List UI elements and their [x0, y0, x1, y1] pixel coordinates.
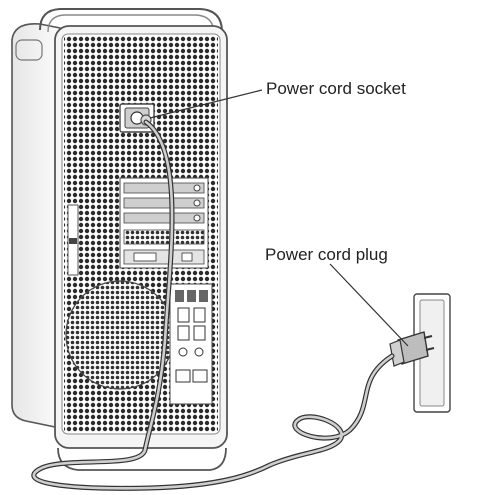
plug-leader-line	[330, 264, 408, 346]
case-side-panel	[12, 24, 60, 428]
io-ports	[170, 284, 212, 404]
pci-slots	[120, 178, 208, 268]
power-cord-plug-label: Power cord plug	[265, 246, 388, 263]
fan-grille	[66, 281, 174, 389]
power-cord-socket-label: Power cord socket	[266, 80, 406, 97]
power-socket	[120, 104, 154, 132]
